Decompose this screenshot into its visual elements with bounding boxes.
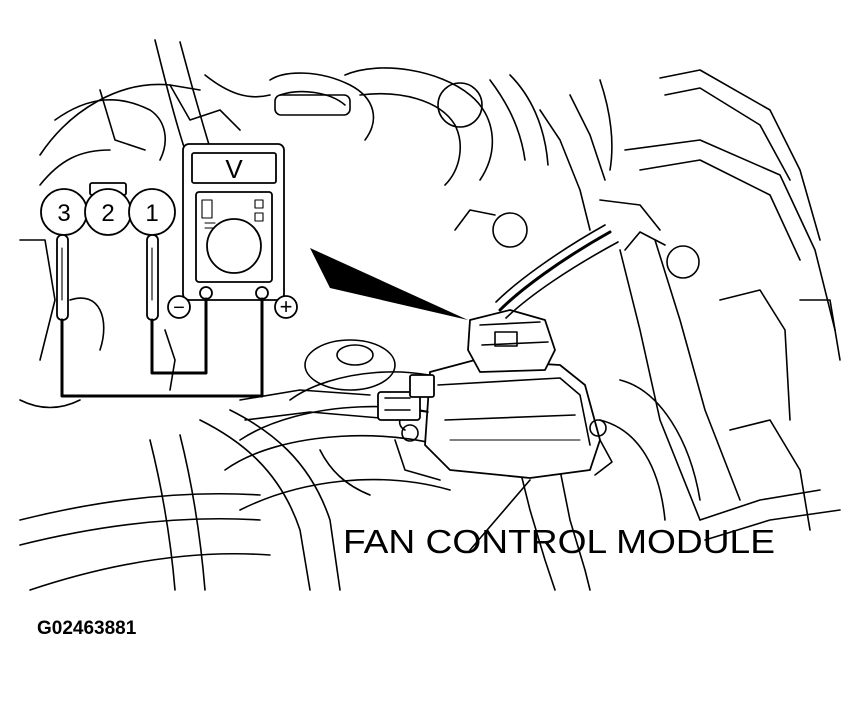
positive-symbol: + <box>280 294 293 319</box>
pin-2-label: 2 <box>101 200 114 227</box>
meter-mode-symbol: V <box>225 154 243 184</box>
negative-terminal <box>199 286 213 300</box>
test-leads <box>60 297 264 398</box>
positive-terminal <box>255 286 269 300</box>
callout-leader-line <box>469 479 531 551</box>
pin-3-label: 3 <box>57 200 70 227</box>
connector-face: 3 2 1 <box>40 182 176 321</box>
meter-dial <box>206 218 262 274</box>
multimeter: V − + <box>167 143 298 319</box>
engine-bay-line-art <box>19 39 841 591</box>
negative-symbol: − <box>173 297 185 319</box>
callout-pointer <box>310 248 468 320</box>
figure-id: G02463881 <box>37 618 137 639</box>
pin-1-label: 1 <box>145 200 158 227</box>
callout-label: FAN CONTROL MODULE <box>343 523 775 560</box>
fan-control-module <box>377 224 619 481</box>
